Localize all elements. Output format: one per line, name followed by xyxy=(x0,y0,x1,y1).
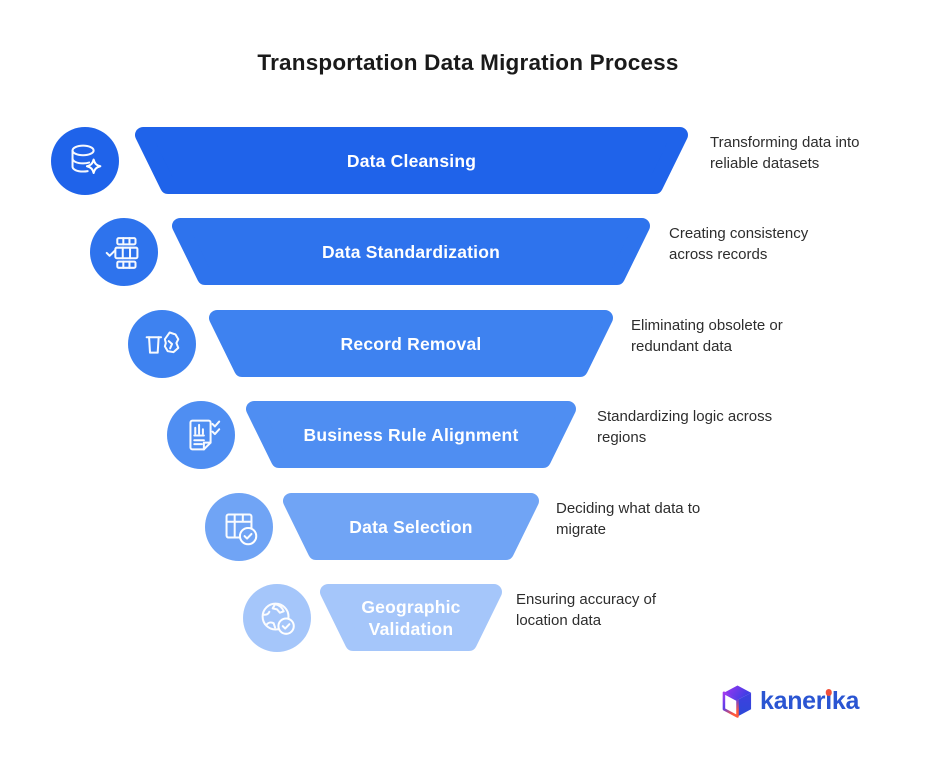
stage-title: Data Selection xyxy=(349,516,473,537)
stage-description: Standardizing logic across regions xyxy=(597,408,773,446)
kanerika-cube-icon xyxy=(722,685,752,718)
stage-icon-badge xyxy=(128,310,196,378)
funnel-bar xyxy=(320,584,502,651)
stage-description: Deciding what data to migrate xyxy=(556,500,701,538)
stage-icon-badge xyxy=(90,218,158,286)
stage-icon-badge xyxy=(243,584,311,652)
stage-title: Record Removal xyxy=(340,333,482,354)
table-check-circle-icon xyxy=(225,513,258,546)
funnel-bar xyxy=(246,401,576,468)
stage-title: Data Cleansing xyxy=(346,150,477,171)
page-title: Transportation Data Migration Process xyxy=(257,50,679,75)
stage-title: Business Rule Alignment xyxy=(303,424,519,445)
funnel-bar xyxy=(135,127,688,194)
table-rows-check-icon xyxy=(105,237,139,269)
stage-icon-badge xyxy=(51,127,119,195)
sparkle-shape xyxy=(85,158,102,174)
globe-check-circle-icon xyxy=(261,602,295,635)
funnel-bar xyxy=(209,310,613,377)
document-checklist-icon xyxy=(189,419,221,451)
stage-title: Geographic Validation xyxy=(361,596,461,639)
stage-description: Eliminating obsolete or redundant data xyxy=(631,317,783,355)
stage-title: Data Standardization xyxy=(321,241,501,262)
stage-description: Transforming data into reliable datasets xyxy=(710,134,860,172)
stage-icon-badge xyxy=(167,401,235,469)
funnel-bar xyxy=(283,493,539,560)
database-sparkle-icon xyxy=(71,144,102,174)
stage-description: Ensuring accuracy of location data xyxy=(516,591,657,629)
funnel-bar xyxy=(172,218,650,285)
stage-description: Creating consistency across records xyxy=(669,225,809,263)
stage-icon-badge xyxy=(205,493,273,561)
trash-crumpled-paper-icon xyxy=(145,331,180,354)
